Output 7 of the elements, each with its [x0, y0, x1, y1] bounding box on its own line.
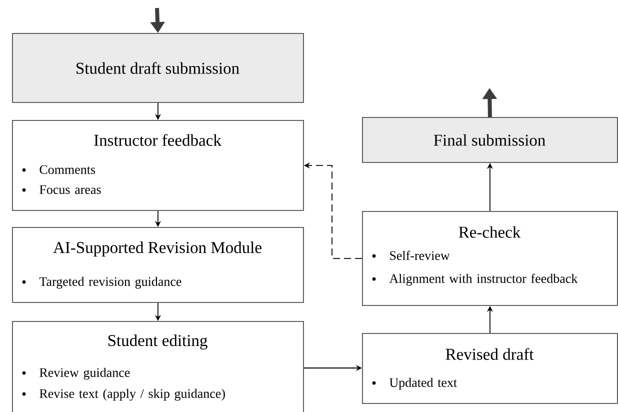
submission-box: Final submission: [362, 117, 618, 163]
process-box: AI-Supported Revision Module Targeted revision guidance: [12, 227, 304, 303]
process-box: Student editing Review guidance Revise text (apply / skip guidance): [12, 321, 304, 412]
process-box: Re-check Self-review Alignment with instructor feedback: [362, 211, 618, 306]
submission-box: Student draft submission: [12, 33, 304, 103]
process-box: Instructor feedback Comments Focus areas: [12, 120, 304, 211]
process-box: Revised draft Updated text: [362, 333, 618, 404]
